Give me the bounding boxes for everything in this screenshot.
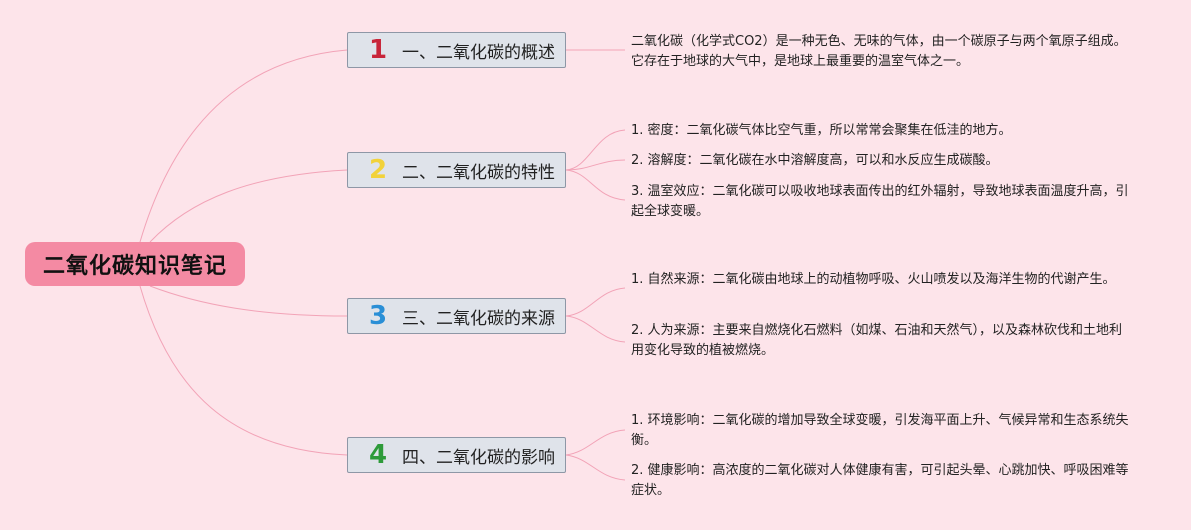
branch-topic-overview[interactable]: 1 一、二氧化碳的概述	[347, 32, 566, 68]
branch-topic-properties[interactable]: 2 二、二氧化碳的特性	[347, 152, 566, 188]
branch-topic-impacts[interactable]: 4 四、二氧化碳的影响	[347, 437, 566, 473]
connector-branch-4-leaf-2	[565, 454, 626, 481]
connector-root-branch-3	[149, 285, 348, 317]
branch-topic-sources[interactable]: 3 三、二氧化碳的来源	[347, 298, 566, 334]
leaf-overview[interactable]: 二氧化碳（化学式CO2）是一种无色、无味的气体，由一个碳原子与两个氧原子组成。它…	[631, 34, 1127, 69]
number-1-icon: 1	[368, 35, 388, 65]
leaf-greenhouse-effect[interactable]: 3. 温室效应：二氧化碳可以吸收地球表面传出的红外辐射，导致地球表面温度升高，引…	[631, 184, 1129, 219]
connector-branch-2-leaf-3	[565, 169, 626, 201]
number-4-icon: 4	[368, 440, 388, 470]
leaf-health-impact[interactable]: 2. 健康影响：高浓度的二氧化碳对人体健康有害，可引起头晕、心跳加快、呼吸困难等…	[631, 463, 1129, 498]
connector-root-branch-1	[139, 49, 348, 243]
connector-branch-4-leaf-1	[565, 429, 626, 456]
leaf-solubility[interactable]: 2. 溶解度：二氧化碳在水中溶解度高，可以和水反应生成碳酸。	[631, 153, 999, 168]
connector-branch-2-leaf-1	[565, 129, 626, 171]
branch-label: 三、二氧化碳的来源	[402, 308, 555, 329]
connector-branch-3-leaf-1	[565, 287, 626, 317]
connector-branch-3-leaf-2	[565, 315, 626, 343]
leaf-human-sources[interactable]: 2. 人为来源：主要来自燃烧化石燃料（如煤、石油和天然气），以及森林砍伐和土地利…	[631, 323, 1123, 358]
connector-branch-2-leaf-2	[565, 159, 626, 171]
leaf-natural-sources[interactable]: 1. 自然来源：二氧化碳由地球上的动植物呼吸、火山喷发以及海洋生物的代谢产生。	[631, 272, 1116, 287]
leaf-density[interactable]: 1. 密度：二氧化碳气体比空气重，所以常常会聚集在低洼的地方。	[631, 123, 1012, 138]
number-2-icon: 2	[368, 155, 388, 185]
branch-label: 一、二氧化碳的概述	[402, 42, 555, 63]
connector-root-branch-2	[149, 169, 348, 243]
root-topic[interactable]: 二氧化碳知识笔记	[25, 242, 245, 286]
leaf-environmental-impact[interactable]: 1. 环境影响：二氧化碳的增加导致全球变暖，引发海平面上升、气候异常和生态系统失…	[631, 413, 1129, 448]
connector-root-branch-4	[139, 285, 348, 456]
number-3-icon: 3	[368, 301, 388, 331]
branch-label: 二、二氧化碳的特性	[402, 162, 555, 183]
root-title: 二氧化碳知识笔记	[42, 254, 227, 279]
branch-label: 四、二氧化碳的影响	[402, 447, 555, 468]
